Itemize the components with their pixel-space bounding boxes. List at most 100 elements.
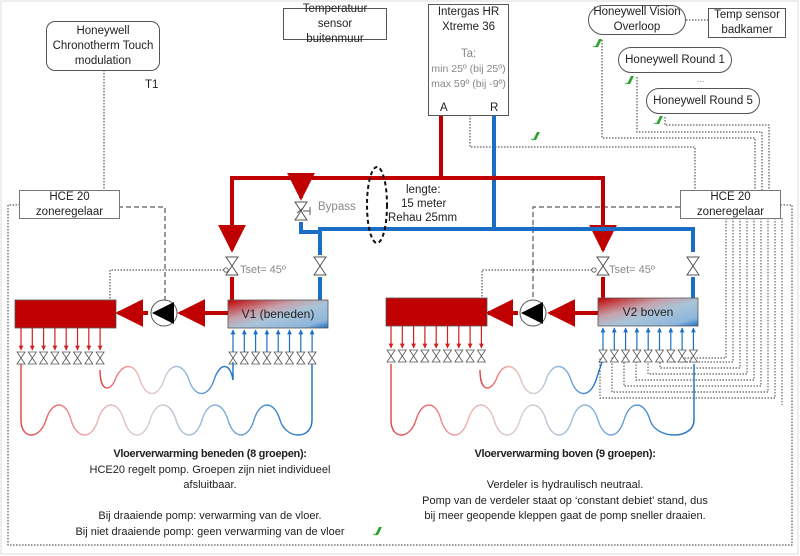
wire-hce-left-pump: [118, 206, 166, 300]
manifold-v2-group-valve[interactable]: [609, 349, 619, 363]
manifold-v2-group-valve[interactable]: [666, 349, 676, 363]
distributor-left-group-valve[interactable]: [27, 351, 37, 365]
note-boven-line2: Pomp van de verdeler staat op ‘constant …: [422, 494, 708, 507]
distributor-left[interactable]: [14, 299, 117, 329]
length-marker: [366, 166, 388, 244]
distributor-left-group-valve[interactable]: [16, 351, 26, 365]
wire-vision-hce: [601, 40, 756, 190]
chronotherm-thermostat[interactable]: Honeywell Chronotherm Touch modulation: [46, 21, 160, 71]
tset-valve-right[interactable]: [596, 256, 610, 276]
note-beneden: Vloerverwarming beneden (8 groepen): HCE…: [60, 447, 360, 540]
port-supply-label: A: [440, 102, 448, 114]
distributor-left-group-valve[interactable]: [84, 351, 94, 365]
distributor-right-group-valve[interactable]: [431, 349, 441, 363]
distributor-right-group-valve[interactable]: [397, 349, 407, 363]
note-boven-title: Vloerverwarming boven (9 groepen):: [474, 448, 656, 460]
distributor-right-group-valve[interactable]: [476, 349, 486, 363]
distributor-right-group-valve[interactable]: [454, 349, 464, 363]
chronotherm-line3: modulation: [74, 54, 132, 67]
round1-thermostat[interactable]: Honeywell Round 1: [618, 47, 732, 73]
floor-loops-left: [20, 362, 313, 436]
distributor-right[interactable]: [385, 297, 488, 327]
tset-right-label: Tset= 45º: [609, 264, 655, 276]
chronotherm-line2: Chronotherm Touch: [52, 39, 154, 52]
vision-line1: Honeywell Vision: [593, 6, 681, 18]
bath-temp-sensor[interactable]: Temp sensor badkamer: [708, 8, 786, 38]
distributor-right-group-valve[interactable]: [409, 349, 419, 363]
boiler[interactable]: Intergas HR Xtreme 36 Ta: min 25º (bij 2…: [428, 4, 509, 116]
supply-pipe-main[interactable]: [218, 116, 443, 253]
boiler-line1: Intergas HR: [437, 6, 500, 18]
wire-boiler-hce-right: [469, 115, 696, 190]
port-return-label: R: [490, 102, 499, 114]
return-valve-right[interactable]: [686, 256, 700, 276]
manifold-v1-group-valve[interactable]: [239, 351, 249, 365]
manifold-v2-group-valve[interactable]: [621, 349, 630, 363]
manifold-v1-group-valve[interactable]: [273, 351, 283, 365]
round1-label: Honeywell Round 1: [625, 53, 725, 66]
distributor-right-group-valve[interactable]: [443, 349, 452, 363]
hce-left[interactable]: HCE 20 zoneregelaar: [19, 190, 120, 219]
manifold-v2-group-valve[interactable]: [677, 349, 687, 363]
hce-right[interactable]: HCE 20 zoneregelaar: [680, 190, 781, 219]
note-beneden-line1: HCE20 regelt pomp. Groepen zijn niet ind…: [89, 463, 331, 476]
distributor-left-group-valve[interactable]: [61, 351, 71, 365]
distributor-left-group-valve[interactable]: [95, 351, 105, 365]
bath-sensor-line1: Temp sensor: [714, 9, 780, 21]
boiler-line2: Xtreme 36: [441, 21, 496, 33]
wireless-icon-round1: [624, 75, 635, 85]
distributor-left-group-valve[interactable]: [73, 351, 82, 365]
chronotherm-line1: Honeywell: [76, 24, 130, 37]
boiler-max: max 59º (bij -9º): [431, 78, 506, 90]
manifold-v2-group-valve[interactable]: [689, 349, 698, 363]
wireless-icon-bottom: [372, 526, 383, 536]
group-lines: [16, 326, 698, 365]
manifold-v1-group-valve[interactable]: [296, 351, 306, 365]
manifold-v1-group-valve[interactable]: [251, 351, 261, 365]
vision-thermostat[interactable]: Honeywell Vision Overloop: [588, 5, 686, 35]
manifold-v1[interactable]: [227, 299, 329, 329]
outdoor-sensor[interactable]: Temperatuur sensor buitenmuur: [283, 3, 387, 45]
manifold-v1-group-valve[interactable]: [262, 351, 272, 365]
note-beneden-line3: Bij draaiende pomp: verwarming van de vl…: [98, 510, 322, 522]
manifold-v2-group-valve[interactable]: [643, 349, 653, 363]
wireless-icon-boiler: [530, 131, 541, 141]
return-pipe-span[interactable]: [299, 222, 695, 252]
note-boven-line1: Verdeler is hydraulisch neutraal.: [486, 479, 644, 491]
manifold-v1-group-valve[interactable]: [285, 351, 294, 365]
manifold-v2[interactable]: [597, 297, 699, 327]
supply-pipe-right[interactable]: [441, 176, 617, 253]
manifold-v1-group-valve[interactable]: [307, 351, 317, 365]
manifold-v2-label: V2 boven: [622, 305, 674, 319]
wireless-icon-round5: [653, 115, 664, 125]
note-boven-line3: bij meer geopende kleppen gaat de pomp s…: [424, 510, 706, 522]
distributor-left-group-valve[interactable]: [50, 351, 60, 365]
t1-label: T1: [145, 79, 159, 91]
hce-right-line1: HCE 20: [710, 190, 751, 203]
outdoor-sensor-line2: buitenmuur: [306, 32, 364, 45]
manifold-v1-label: V1 (beneden): [241, 307, 315, 321]
zone-border-right: [380, 204, 793, 546]
note-boven: Vloerverwarming boven (9 groepen): Verde…: [415, 447, 715, 525]
distributor-left-group-valve[interactable]: [39, 351, 48, 365]
return-valve-left[interactable]: [313, 256, 327, 276]
bath-sensor-line2: badkamer: [721, 24, 773, 36]
wire-tset-left: [109, 269, 224, 300]
manifold-v2-group-valve[interactable]: [598, 349, 608, 363]
manifold-v2-group-valve[interactable]: [655, 349, 664, 363]
distributor-right-group-valve[interactable]: [386, 349, 396, 363]
outdoor-sensor-line1: Temperatuur sensor: [302, 2, 368, 30]
pump-right[interactable]: [519, 299, 547, 327]
manifold-v2-group-valve[interactable]: [632, 349, 642, 363]
distributor-right-group-valve[interactable]: [420, 349, 430, 363]
distributor-right-group-valve[interactable]: [465, 349, 475, 363]
round5-thermostat[interactable]: Honeywell Round 5: [646, 88, 760, 114]
round5-label: Honeywell Round 5: [653, 94, 753, 107]
tset-left-label: Tset= 45º: [240, 264, 286, 276]
pump-left[interactable]: [150, 299, 178, 327]
wire-round1-hce: [636, 77, 763, 190]
length-line2: 15 meter: [401, 198, 447, 210]
tset-valve-left[interactable]: [225, 256, 239, 276]
